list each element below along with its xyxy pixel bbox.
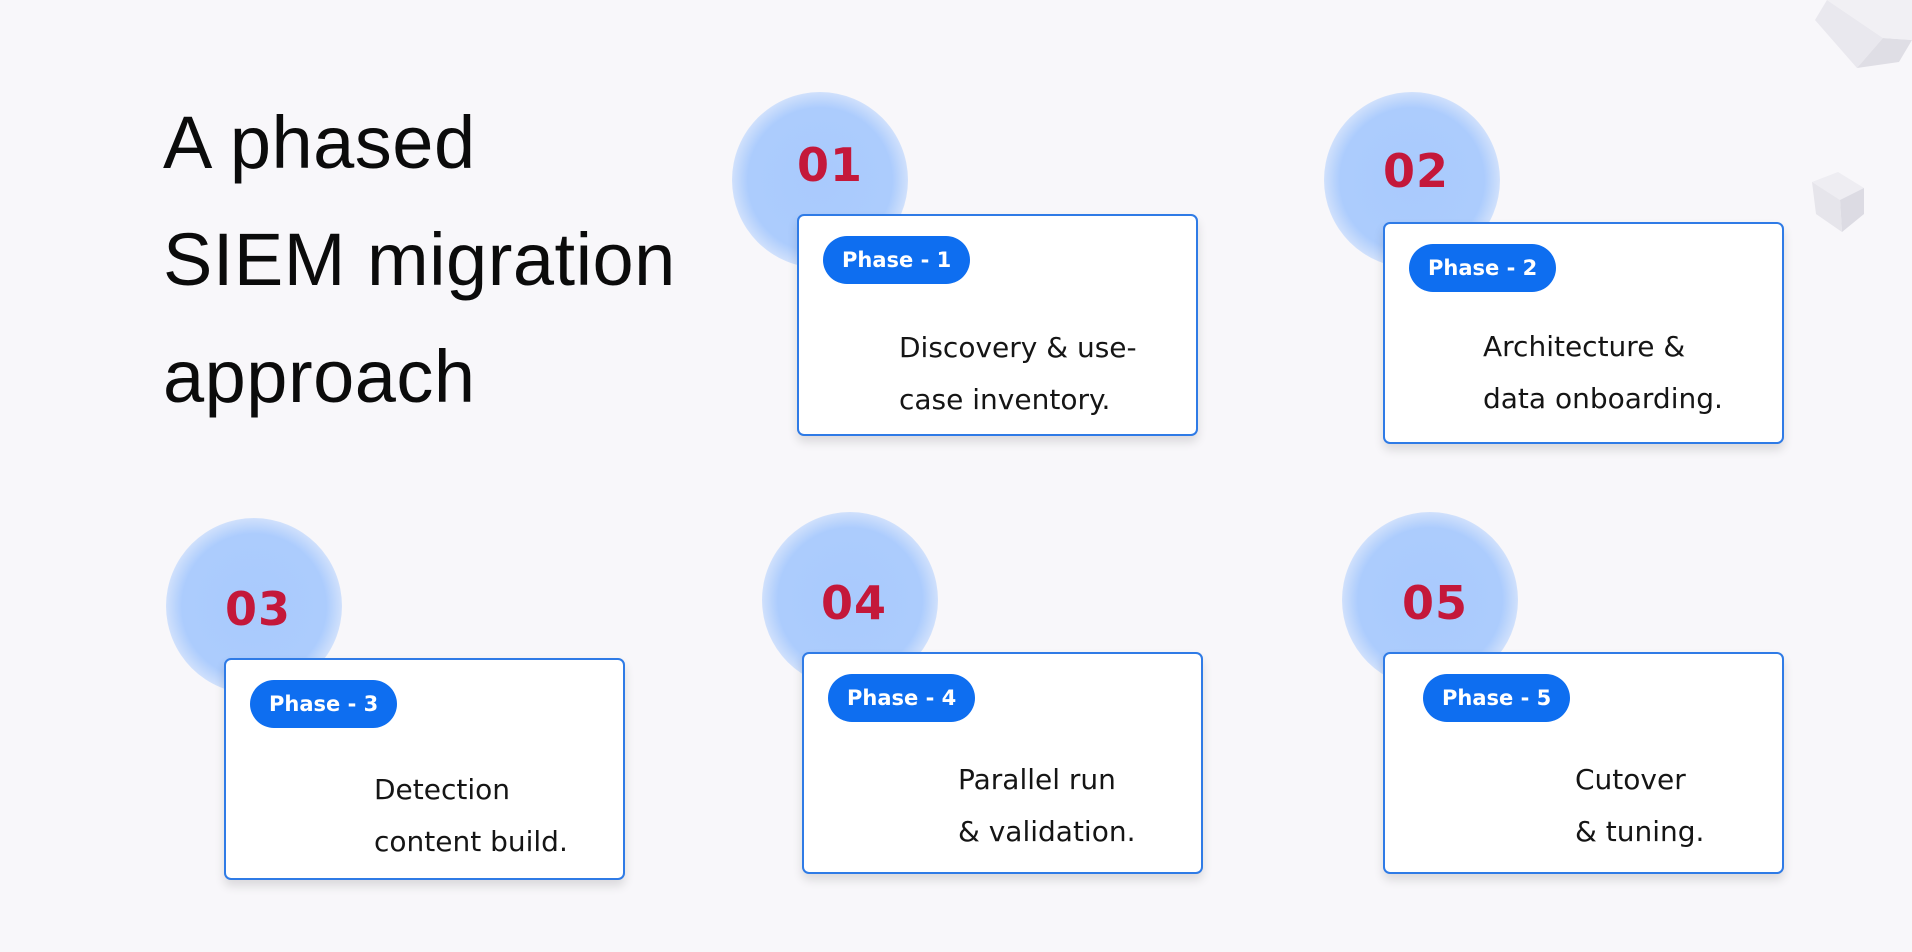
phase-3: 03 Phase - 3 Detection content build.	[166, 518, 625, 880]
phase-2-number: 02	[1383, 144, 1450, 198]
title-line-1: A phased	[163, 101, 476, 184]
phase-2-description-line-2: data onboarding.	[1483, 382, 1723, 415]
phase-2-description-line-1: Architecture &	[1483, 330, 1686, 363]
phase-2-card: Phase - 2 Architecture & data onboarding…	[1383, 222, 1784, 444]
cube-decoration-small	[1812, 172, 1864, 232]
phase-5-card: Phase - 5 Cutover & tuning.	[1383, 652, 1784, 874]
phase-2-description: Architecture & data onboarding.	[1483, 321, 1723, 425]
title-line-2: SIEM migration	[163, 218, 676, 301]
phase-2: 02 Phase - 2 Architecture & data onboard…	[1324, 92, 1784, 444]
phase-5: 05 Phase - 5 Cutover & tuning.	[1342, 512, 1784, 874]
phase-5-description-line-1: Cutover	[1575, 763, 1686, 796]
phase-1-card: Phase - 1 Discovery & use- case inventor…	[797, 214, 1198, 436]
phase-4-card: Phase - 4 Parallel run & validation.	[802, 652, 1203, 874]
phase-5-description-line-2: & tuning.	[1575, 815, 1705, 848]
title-line-3: approach	[163, 335, 476, 418]
phase-4-number: 04	[821, 576, 888, 630]
phase-4-tag: Phase - 4	[828, 674, 976, 722]
phase-3-description-line-2: content build.	[374, 825, 568, 858]
phase-4-description-line-1: Parallel run	[958, 763, 1116, 796]
page-title: A phased SIEM migration approach	[163, 84, 723, 435]
phase-2-tag: Phase - 2	[1409, 244, 1557, 292]
phase-1-description-line-1: Discovery & use-	[899, 331, 1137, 364]
phase-3-description-line-1: Detection	[374, 773, 511, 806]
phase-3-number: 03	[225, 582, 292, 636]
phase-4-description-line-2: & validation.	[958, 815, 1136, 848]
phase-1-description-line-2: case inventory.	[899, 383, 1111, 416]
phase-3-card: Phase - 3 Detection content build.	[224, 658, 625, 880]
phase-4-description: Parallel run & validation.	[958, 754, 1136, 858]
phase-1-description: Discovery & use- case inventory.	[899, 322, 1137, 426]
phase-1: 01 Phase - 1 Discovery & use- case inven…	[732, 92, 1198, 436]
phase-5-tag: Phase - 5	[1423, 674, 1571, 722]
phase-4: 04 Phase - 4 Parallel run & validation.	[762, 512, 1203, 874]
phase-3-description: Detection content build.	[374, 764, 568, 868]
phase-5-description: Cutover & tuning.	[1575, 754, 1704, 858]
phase-3-tag: Phase - 3	[250, 680, 398, 728]
phase-1-number: 01	[797, 138, 864, 192]
phase-1-tag: Phase - 1	[823, 236, 971, 284]
cube-decoration-large	[1815, 0, 1912, 68]
phase-5-number: 05	[1402, 576, 1469, 630]
